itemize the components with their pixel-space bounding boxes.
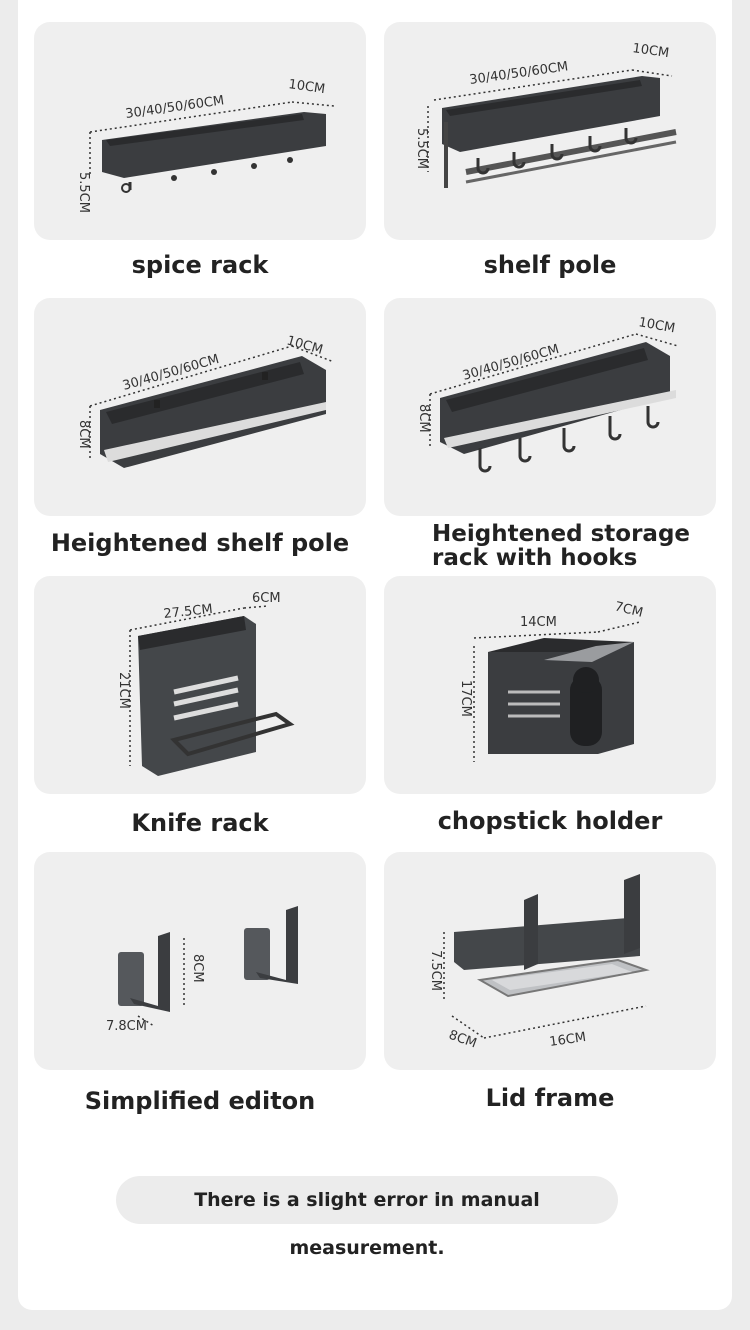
product-card-shelf-pole: 30/40/50/60CM 10CM 5.5CM	[384, 22, 716, 240]
heightened-storage-rack-label: Heightened storage rack with hooks	[432, 521, 691, 571]
lid-frame-length: 16CM	[548, 1030, 587, 1050]
knife-rack-length: 27.5CM	[163, 602, 214, 622]
lid-frame-image: 8CM 16CM 7.5CM	[428, 874, 650, 1052]
chopstick-holder-height: 17CM	[458, 680, 473, 717]
heightened-shelf-pole-height: 8CM	[76, 420, 91, 449]
product-card-simplified-edition: 7.8CM 8CM	[34, 852, 366, 1070]
chopstick-holder-length: 14CM	[520, 615, 557, 630]
product-card-heightened-shelf-pole: 30/40/50/60CM 10CM 8CM	[34, 298, 366, 516]
knife-rack-image: 27.5CM 6CM 21CM	[116, 591, 295, 776]
spice-rack-length: 30/40/50/60CM	[124, 93, 225, 122]
chopstick-holder-label: chopstick holder	[437, 807, 663, 835]
heightened-shelf-pole-depth: 10CM	[285, 333, 325, 358]
product-card-heightened-storage-rack: 30/40/50/60CM 10CM 8CM	[384, 298, 716, 516]
simplified-edition-depth: 7.8CM	[106, 1019, 147, 1034]
spice-rack-label: spice rack	[131, 251, 269, 279]
heightened-shelf-pole-label: Heightened shelf pole	[50, 529, 350, 557]
heightened-storage-rack-height: 8CM	[416, 404, 431, 433]
heightened-storage-rack-image: 30/40/50/60CM 10CM 8CM	[416, 315, 679, 473]
knife-rack-depth: 6CM	[252, 591, 281, 606]
chopstick-holder-image: 14CM 7CM 17CM	[458, 599, 644, 762]
product-sheet: 30/40/50/60CM 10CM 5.5CM spice rack 30/4…	[18, 0, 732, 1310]
product-card-knife-rack: 27.5CM 6CM 21CM	[34, 576, 366, 794]
heightened-shelf-pole-image: 30/40/50/60CM 10CM 8CM	[76, 333, 335, 468]
knife-rack-height: 21CM	[116, 672, 131, 709]
heightened-storage-rack-depth: 10CM	[637, 315, 676, 336]
chopstick-holder-depth: 7CM	[613, 599, 644, 620]
shelf-pole-label: shelf pole	[483, 251, 617, 279]
product-card-lid-frame: 8CM 16CM 7.5CM	[384, 852, 716, 1070]
spice-rack-height: 5.5CM	[76, 172, 91, 213]
shelf-pole-depth: 10CM	[631, 41, 670, 61]
shelf-pole-image: 30/40/50/60CM 10CM 5.5CM	[414, 41, 677, 188]
measurement-note: There is a slight error in manual measur…	[116, 1176, 618, 1259]
simplified-edition-image: 7.8CM 8CM	[106, 906, 298, 1034]
lid-frame-height: 7.5CM	[428, 950, 443, 991]
knife-rack-label: Knife rack	[131, 809, 269, 837]
simplified-edition-label: Simplified editon	[84, 1087, 316, 1115]
shelf-pole-height: 5.5CM	[414, 128, 429, 169]
product-card-chopstick-holder: 14CM 7CM 17CM	[384, 576, 716, 794]
lid-frame-label: Lid frame	[485, 1084, 615, 1112]
spice-rack-depth: 10CM	[287, 77, 326, 97]
product-card-spice-rack: 30/40/50/60CM 10CM 5.5CM	[34, 22, 366, 240]
spice-rack-image: 30/40/50/60CM 10CM 5.5CM	[76, 77, 335, 213]
shelf-pole-length: 30/40/50/60CM	[468, 59, 569, 88]
simplified-edition-height: 8CM	[190, 954, 205, 983]
